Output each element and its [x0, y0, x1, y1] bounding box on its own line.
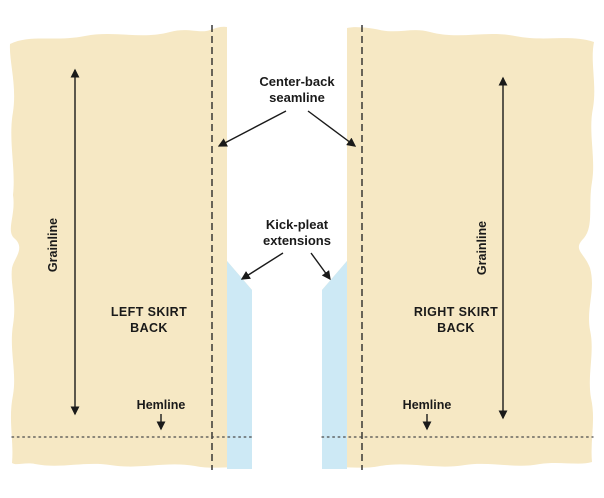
right-skirt-back-label-line2: BACK: [437, 321, 475, 335]
center-back-seamline-label-line1: Center-back: [259, 74, 335, 89]
right-skirt-back-piece: [322, 27, 595, 470]
kick-pleat-extension-right: [322, 261, 347, 469]
right-skirt-back-label-line1: RIGHT SKIRT: [414, 305, 498, 319]
kick-pleat-pointer-right: [310, 252, 331, 281]
kick-pleat-label-line2: extensions: [263, 233, 331, 248]
grainline-label-right: Grainline: [475, 221, 489, 275]
hemline-label-right: Hemline: [403, 398, 452, 412]
left-skirt-back-piece: [9, 26, 253, 470]
center-back-seamline-label-line2: seamline: [269, 90, 325, 105]
left-skirt-back-label-line2: BACK: [130, 321, 168, 335]
kick-pleat-pointer-left: [240, 252, 284, 280]
center-back-pointer-right: [307, 110, 357, 147]
center-back-pointer-left: [217, 110, 287, 147]
kick-pleat-label-line1: Kick-pleat: [266, 217, 329, 232]
hemline-label-left: Hemline: [137, 398, 186, 412]
kick-pleat-extension-left: [227, 261, 252, 469]
left-skirt-back-label-line1: LEFT SKIRT: [111, 305, 187, 319]
grainline-label-left: Grainline: [46, 218, 60, 272]
